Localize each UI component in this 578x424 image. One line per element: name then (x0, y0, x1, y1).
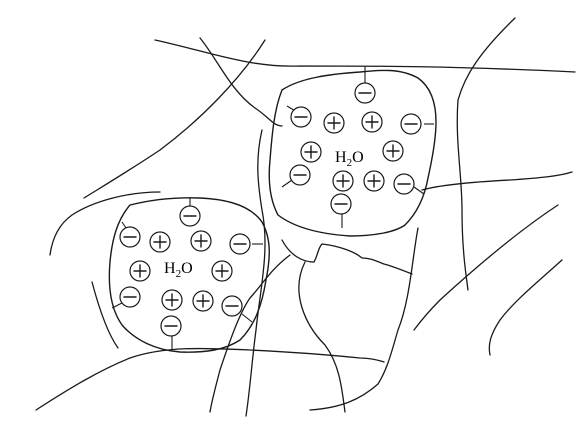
polymer-chain (421, 171, 573, 191)
negative-ion (330, 193, 352, 215)
positive-ion (149, 231, 171, 253)
polymer-chains (35, 17, 576, 417)
negative-ion (160, 315, 182, 337)
polymer-chain (199, 37, 283, 127)
ions (119, 82, 422, 337)
negative-ion (119, 286, 141, 308)
positive-ion (161, 289, 183, 311)
cluster-boundary (108, 197, 270, 353)
positive-ion (192, 290, 214, 312)
tether (241, 313, 253, 323)
polymer-chain (488, 259, 563, 356)
positive-ion (332, 170, 354, 192)
tether (121, 221, 127, 229)
water-label: H2O (335, 149, 364, 169)
water-label: H2O (164, 260, 193, 280)
polymer-chain (83, 39, 266, 199)
negative-ion (119, 226, 141, 248)
polymer-chain (35, 347, 385, 411)
polymer-chain (413, 204, 559, 331)
positive-ion (361, 111, 383, 133)
negative-ion (354, 82, 376, 104)
polymer-chain (309, 227, 419, 411)
positive-ion (211, 260, 233, 282)
cluster-boundary (268, 69, 437, 237)
polymer-chain (245, 129, 266, 417)
tether (413, 186, 425, 195)
polymer-chain (298, 261, 346, 413)
polymer-chain (49, 191, 161, 256)
positive-ion (363, 170, 385, 192)
negative-ion (221, 295, 243, 317)
tether (281, 179, 293, 188)
positive-ion (129, 260, 151, 282)
negative-ion (290, 106, 312, 128)
positive-ion (190, 230, 212, 252)
negative-ion (229, 233, 251, 255)
positive-ion (382, 140, 404, 162)
ion-tethers (111, 66, 434, 350)
polymer-chain (154, 39, 576, 73)
positive-ion (323, 112, 345, 134)
negative-ion (400, 113, 422, 135)
polymer-chain (281, 239, 413, 275)
negative-ion (289, 164, 311, 186)
negative-ion (393, 173, 415, 195)
polymer-chain (91, 281, 119, 349)
water-cluster-lower: H2O (108, 197, 270, 353)
negative-ion (179, 205, 201, 227)
water-cluster-upper: H2O (268, 69, 437, 237)
polymer-chain (456, 17, 516, 291)
positive-ion (300, 141, 322, 163)
